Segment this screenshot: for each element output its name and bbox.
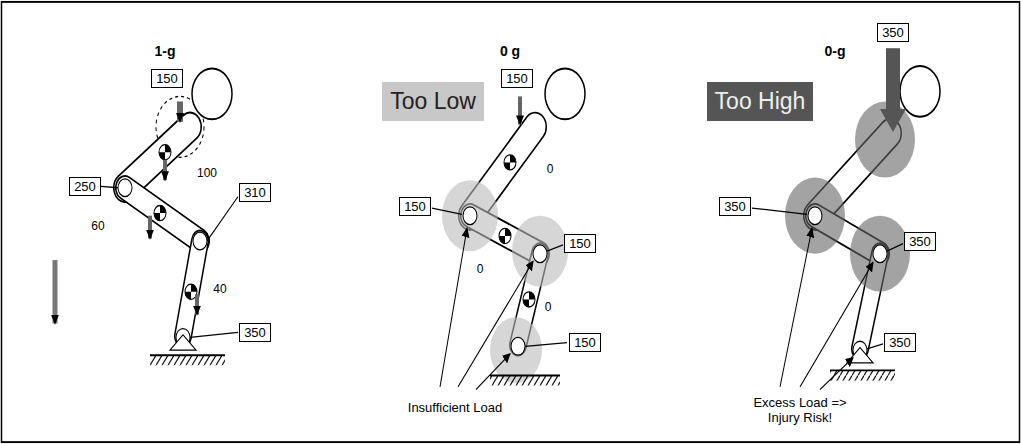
load-value-box: 150 [569,333,601,352]
load-value-box: 350 [904,232,936,251]
load-value-box: 310 [239,183,271,202]
box-text: 350 [882,25,904,40]
figure-1g [55,69,238,366]
gravity-label: 1-g [155,43,176,59]
box-text: 310 [244,185,266,200]
box-text: 150 [156,71,178,86]
box-text: 350 [889,335,911,350]
status-box: Too High [707,82,814,121]
callout-number: 60 [90,219,105,233]
callout-number: 0 [546,162,555,176]
load-value-box: 150 [151,69,183,88]
box-text: 150 [506,71,528,86]
gravity-label: 0 g [500,43,520,59]
box-text: 350 [244,325,266,340]
load-value-box: 350 [719,197,751,216]
load-value-box: 150 [501,69,533,88]
box-text: Too Low [390,88,476,115]
callout-number: 0 [476,262,485,276]
status-box: Too Low [382,82,484,121]
box-text: Too High [715,88,806,115]
callout-note: Excess Load => Injury Risk! [740,396,860,426]
load-value-box: 350 [884,333,916,352]
box-text: 150 [574,335,596,350]
load-value-box: 250 [69,177,101,196]
callout-number: 100 [196,166,218,180]
load-value-box: 350 [877,23,909,42]
load-value-box: 150 [399,197,431,216]
callout-number: 40 [212,282,227,296]
gravity-label: 0-g [825,43,846,59]
box-text: 150 [404,199,426,214]
callout-note: Insufficient Load [395,401,515,416]
box-text: 350 [724,199,746,214]
box-text: 250 [74,179,96,194]
box-text: 150 [569,236,591,251]
load-value-box: 350 [239,323,271,342]
load-value-box: 150 [564,234,596,253]
box-text: 350 [909,234,931,249]
callout-number: 0 [544,300,553,314]
